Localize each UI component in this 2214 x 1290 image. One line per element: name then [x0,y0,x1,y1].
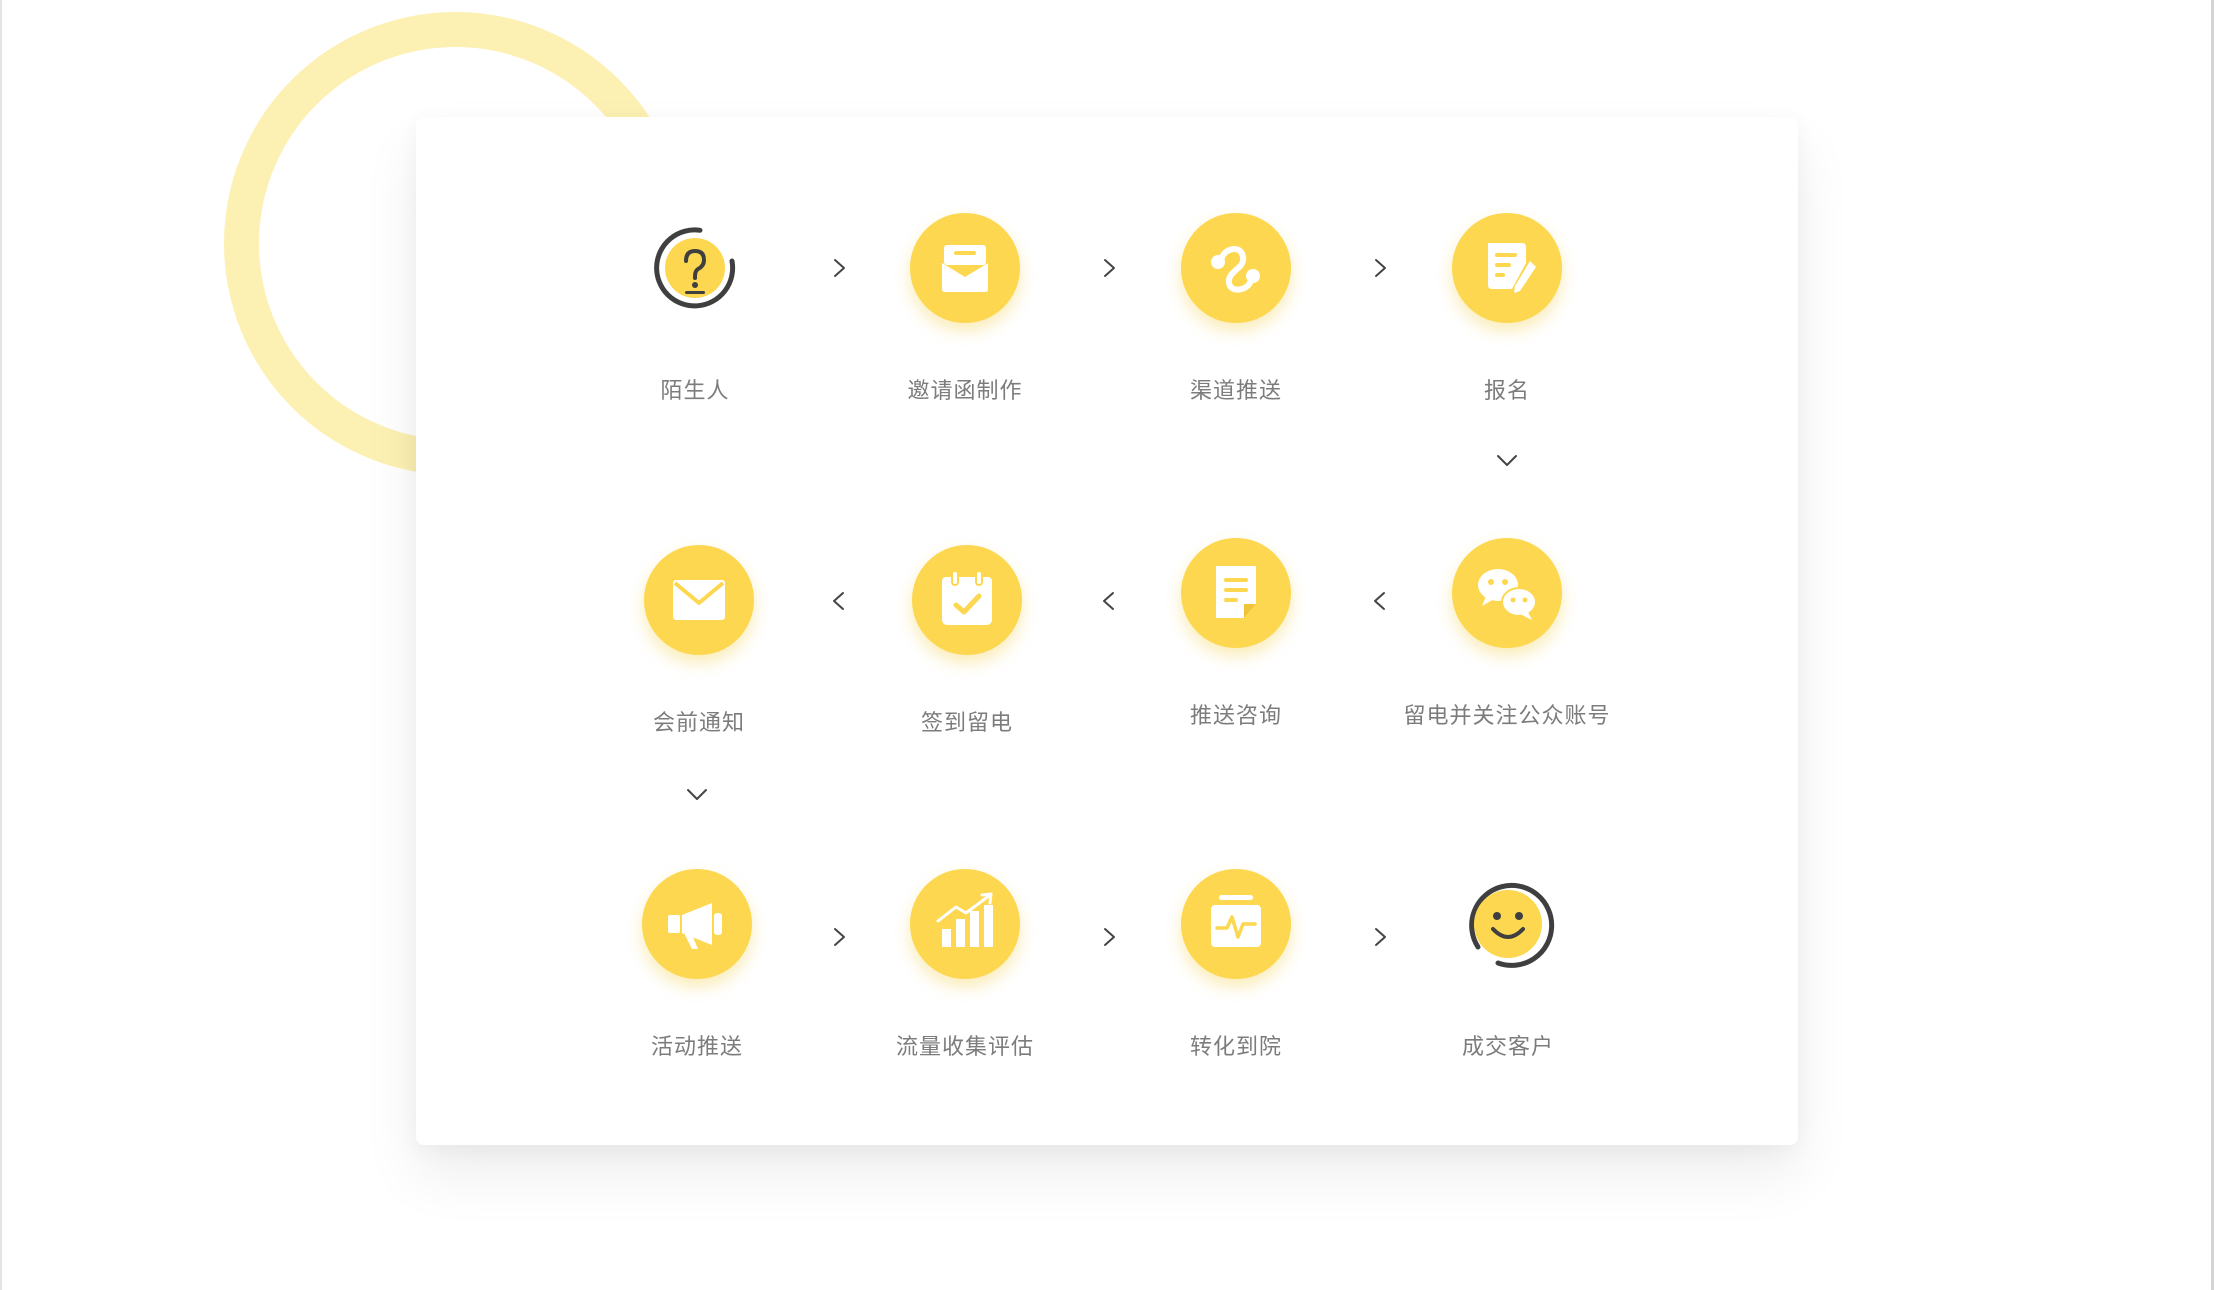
flow-node-signup: 报名 [1357,213,1657,433]
arrow-down-icon [684,781,710,807]
flow-node-label: 会前通知 [652,711,745,736]
flow-node-label: 推送咨询 [1189,704,1282,729]
flow-node-label: 邀请函制作 [907,379,1023,404]
arrow-right-icon [1096,924,1122,950]
arrow-left-icon [826,588,852,614]
flow-node-channel: 渠道推送 [1086,213,1386,433]
flow-node-label: 陌生人 [660,379,730,404]
page-left-edge [0,0,2,1290]
form-edit-icon [1452,213,1562,323]
flow-node-customer: 成交客户 [1358,869,1658,1089]
flow-node-label: 留电并关注公众账号 [1403,704,1611,729]
flow-node-label: 活动推送 [650,1035,743,1060]
document-icon [1181,538,1291,648]
flow-node-stranger: 陌生人 [545,213,845,433]
bar-chart-icon [910,869,1020,979]
arrow-right-icon [826,255,852,281]
flow-node-activity: 活动推送 [547,869,847,1089]
arrow-right-icon [1367,255,1393,281]
arrow-left-icon [1367,588,1393,614]
arrow-left-icon [1096,588,1122,614]
arrow-right-icon [826,924,852,950]
flow-node-consult: 推送咨询 [1086,538,1386,758]
flow-node-invitation: 邀请函制作 [815,213,1115,433]
arrow-down-icon [1494,447,1520,473]
flow-node-label: 成交客户 [1461,1035,1554,1060]
flow-node-checkin: 签到留电 [817,545,1117,765]
wechat-icon [1452,538,1562,648]
question-icon [640,213,750,323]
flow-node-follow: 留电并关注公众账号 [1357,538,1657,758]
channel-route-icon [1181,213,1291,323]
flow-node-label: 报名 [1483,379,1530,404]
calendar-check-icon [912,545,1022,655]
flow-node-traffic: 流量收集评估 [815,869,1115,1089]
flow-node-label: 流量收集评估 [895,1035,1034,1060]
flow-node-label: 渠道推送 [1189,379,1282,404]
flow-node-label: 转化到院 [1189,1035,1282,1060]
mail-icon [644,545,754,655]
megaphone-icon [642,869,752,979]
flow-node-label: 签到留电 [920,711,1013,736]
pulse-monitor-icon [1181,869,1291,979]
page-right-edge [2211,0,2214,1290]
flow-node-conversion: 转化到院 [1086,869,1386,1089]
arrow-right-icon [1096,255,1122,281]
flow-node-notice: 会前通知 [549,545,849,765]
flow-card: 陌生人 邀请函制作 渠道推送 [416,117,1798,1145]
smiley-icon [1453,869,1563,979]
arrow-right-icon [1367,924,1393,950]
envelope-open-icon [910,213,1020,323]
